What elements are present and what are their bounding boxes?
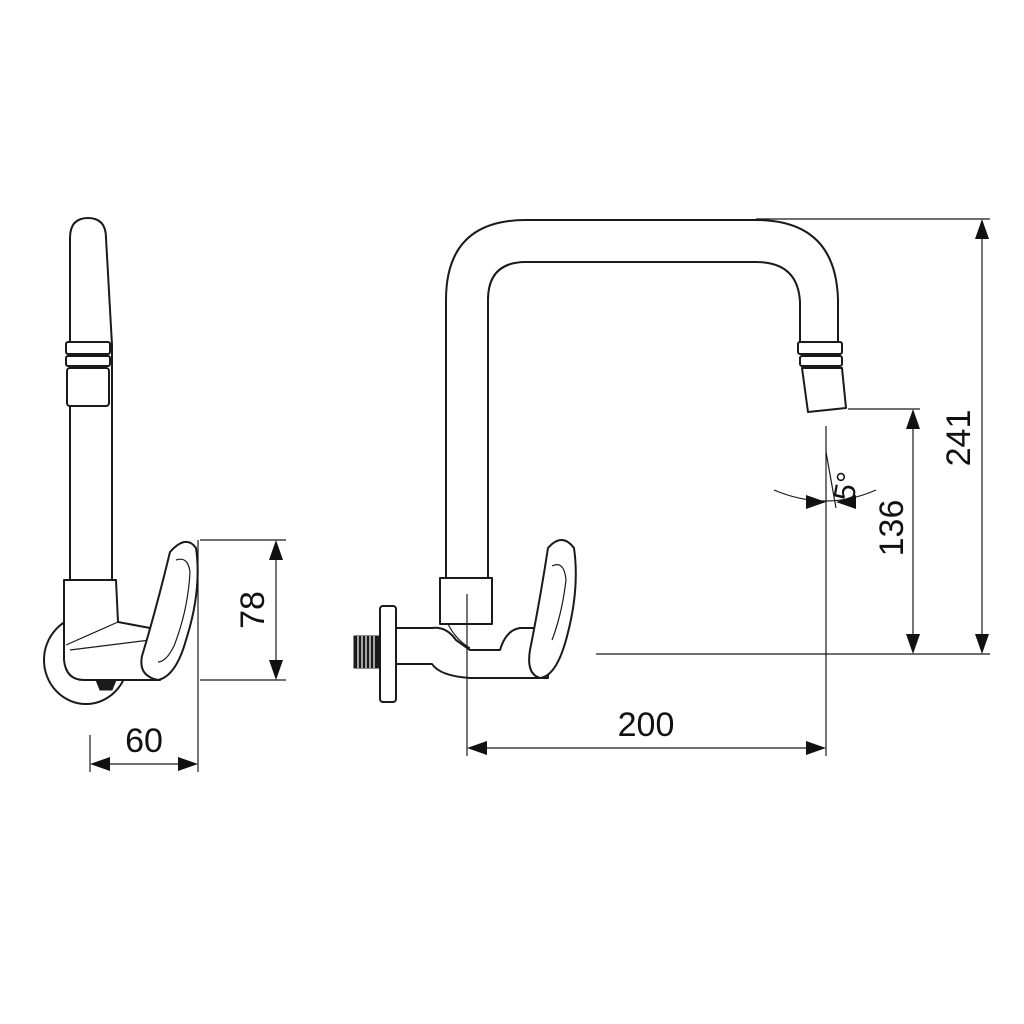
angle-ray — [825, 451, 837, 509]
dimension-label-angle: 5° — [828, 469, 865, 503]
front-view-lever-handle — [528, 539, 577, 679]
side-view-valve-body — [63, 579, 161, 681]
side-view-aerator-ring — [65, 341, 111, 355]
side-view-aerator-ring — [65, 355, 111, 367]
arrow-head — [836, 495, 856, 509]
front-view-aerator-body — [801, 367, 847, 413]
side-view-aerator-body — [66, 367, 110, 407]
dimension-outlet-height: 136 — [873, 409, 920, 654]
arrow-head — [90, 757, 110, 771]
arrow-head — [975, 634, 989, 654]
dimension-spout-reach: 200 — [467, 706, 826, 755]
dimension-label-78: 78 — [234, 591, 272, 629]
side-view-lever-inner — [157, 558, 191, 663]
side-view — [43, 217, 199, 705]
front-view-body-detail — [447, 623, 471, 649]
arrow-head — [906, 409, 920, 429]
front-view-aerator-ring — [799, 355, 843, 367]
arrow-head — [806, 495, 826, 509]
front-view-aerator-ring — [797, 341, 843, 355]
angle-arc — [773, 489, 877, 502]
front-view-spout — [445, 219, 839, 581]
arrow-head — [975, 219, 989, 239]
dimension-side-depth: 60 — [89, 540, 199, 772]
front-view — [353, 219, 847, 703]
arrow-head — [467, 741, 487, 755]
front-view-wall-flange — [379, 605, 397, 703]
dimension-side-height: 78 — [200, 539, 286, 681]
arrow-head — [269, 540, 283, 560]
arrow-head — [906, 634, 920, 654]
side-view-lever-handle — [140, 541, 199, 681]
arrow-head — [806, 741, 826, 755]
dimension-label-136: 136 — [873, 500, 911, 557]
arrow-head — [269, 660, 283, 680]
front-view-collar — [439, 577, 493, 625]
dimension-spout-angle: 5° — [773, 451, 877, 509]
side-view-body-detail — [65, 621, 119, 646]
front-view-lever-inner — [551, 564, 567, 641]
arrow-head — [178, 757, 198, 771]
front-view-valve-body — [395, 626, 549, 679]
front-view-thread-lines — [357, 636, 375, 668]
dimension-total-height: 241 — [940, 219, 989, 654]
dimension-label-241: 241 — [940, 410, 978, 467]
dimension-label-200: 200 — [618, 706, 675, 744]
side-view-wall-nut — [95, 679, 117, 691]
side-view-body-detail — [69, 639, 151, 651]
dimension-label-60: 60 — [125, 722, 163, 760]
